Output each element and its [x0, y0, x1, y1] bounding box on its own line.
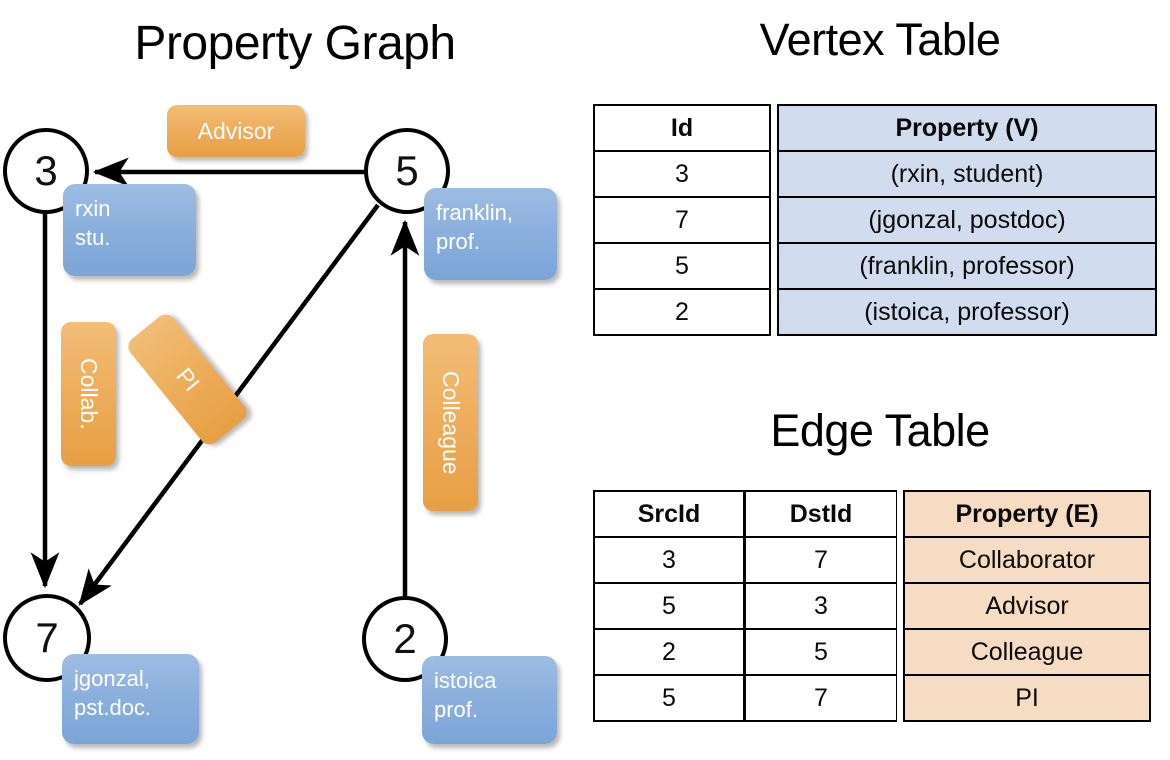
table-row[interactable]: 5 — [593, 674, 745, 722]
node-property-rxin-line2: stu. — [75, 225, 111, 251]
table-row[interactable]: (istoica, professor) — [777, 288, 1157, 336]
table-row[interactable]: 7 — [745, 536, 897, 584]
vertex-cell-id: 2 — [593, 288, 771, 336]
table-row[interactable]: PI — [903, 674, 1151, 722]
node-property-jgonzal-line1: jgonzal, — [74, 666, 150, 691]
vertex-cell-id: 7 — [593, 196, 771, 244]
table-row[interactable]: 5 — [593, 582, 745, 630]
edge-table: SrcId 3 5 2 5 DstId 7 3 — [593, 490, 1151, 722]
edge-label-colleague-text: Colleague — [438, 370, 464, 475]
edge-cell-srcid: 5 — [593, 582, 745, 630]
table-row[interactable]: 5 — [593, 242, 771, 290]
edge-label-collab[interactable]: Collab. — [61, 322, 116, 466]
table-row[interactable]: Collaborator — [903, 536, 1151, 584]
page-title-property-graph: Property Graph — [134, 17, 456, 70]
edge-cell-srcid: 2 — [593, 628, 745, 676]
node-property-box-rxin[interactable]: rxin stu. — [63, 184, 196, 276]
table-row[interactable]: 3 — [745, 582, 897, 630]
vertex-header-id: Id — [593, 104, 771, 152]
node-property-istoica-line2: prof. — [434, 697, 479, 723]
vertex-cell-property: (rxin, student) — [777, 150, 1157, 198]
edge-cell-dstid: 5 — [745, 628, 897, 676]
edge-table-property-column: Property (E) Collaborator Advisor Collea… — [903, 490, 1151, 722]
vertex-cell-property: (franklin, professor) — [777, 242, 1157, 290]
vertex-cell-property: (istoica, professor) — [777, 288, 1157, 336]
table-row[interactable]: 3 — [593, 536, 745, 584]
vertex-cell-id: 5 — [593, 242, 771, 290]
table-row[interactable]: Advisor — [903, 582, 1151, 630]
node-property-rxin-line1: rxin — [75, 196, 111, 221]
table-header-row: SrcId — [593, 490, 745, 538]
vertex-table-property-column: Property (V) (rxin, student) (jgonzal, p… — [777, 104, 1157, 336]
table-header-row: DstId — [745, 490, 897, 538]
property-graph-diagram: 3 5 7 2 rxin stu. franklin, prof. jgonza… — [3, 105, 557, 744]
edge-table-srcid-column: SrcId 3 5 2 5 — [593, 490, 745, 722]
graph-node-5-label: 5 — [395, 147, 419, 194]
edge-cell-dstid: 7 — [745, 674, 897, 722]
edge-label-collab-text: Collab. — [76, 358, 102, 430]
edge-header-property: Property (E) — [903, 490, 1151, 538]
node-property-franklin-line2: prof. — [436, 229, 481, 255]
table-row[interactable]: 3 — [593, 150, 771, 198]
table-row[interactable]: (franklin, professor) — [777, 242, 1157, 290]
table-header-row: Property (V) — [777, 104, 1157, 152]
table-row[interactable]: 5 — [745, 628, 897, 676]
node-property-box-jgonzal[interactable]: jgonzal, pst.doc. — [62, 654, 199, 744]
graph-node-3-label: 3 — [34, 147, 58, 194]
edge-label-colleague[interactable]: Colleague — [423, 334, 478, 511]
edge-header-srcid: SrcId — [593, 490, 745, 538]
graph-node-7-label: 7 — [35, 614, 59, 661]
node-property-franklin-line1: franklin, — [436, 200, 514, 225]
graph-node-2[interactable]: 2 — [362, 596, 448, 682]
edge-cell-dstid: 3 — [745, 582, 897, 630]
node-property-box-franklin[interactable]: franklin, prof. — [424, 188, 557, 280]
page-title-vertex-table: Vertex Table — [759, 14, 1001, 65]
node-property-box-istoica[interactable]: istoica prof. — [422, 656, 557, 744]
vertex-cell-id: 3 — [593, 150, 771, 198]
edge-table-dstid-column: DstId 7 3 5 7 — [745, 490, 897, 722]
vertex-header-property: Property (V) — [777, 104, 1157, 152]
graph-node-5[interactable]: 5 — [364, 128, 450, 214]
edge-cell-property: PI — [903, 674, 1151, 722]
edge-cell-dstid: 7 — [745, 536, 897, 584]
table-row[interactable]: 2 — [593, 288, 771, 336]
vertex-table-id-column: Id 3 7 5 2 — [593, 104, 771, 336]
edge-cell-property: Colleague — [903, 628, 1151, 676]
table-header-row: Id — [593, 104, 771, 152]
table-header-row: Property (E) — [903, 490, 1151, 538]
edge-label-advisor-text: Advisor — [197, 117, 275, 144]
node-property-jgonzal-line2: pst.doc. — [74, 695, 152, 721]
table-row[interactable]: (jgonzal, postdoc) — [777, 196, 1157, 244]
edge-cell-srcid: 3 — [593, 536, 745, 584]
vertex-cell-property: (jgonzal, postdoc) — [777, 196, 1157, 244]
graph-node-2-label: 2 — [393, 615, 417, 662]
table-row[interactable]: 7 — [745, 674, 897, 722]
edge-cell-srcid: 5 — [593, 674, 745, 722]
edge-cell-property: Advisor — [903, 582, 1151, 630]
table-row[interactable]: 2 — [593, 628, 745, 676]
table-row[interactable]: (rxin, student) — [777, 150, 1157, 198]
node-property-istoica-line1: istoica — [434, 668, 497, 693]
edge-label-advisor[interactable]: Advisor — [167, 105, 305, 157]
edge-header-dstid: DstId — [745, 490, 897, 538]
table-row[interactable]: 7 — [593, 196, 771, 244]
table-row[interactable]: Colleague — [903, 628, 1151, 676]
edge-label-pi-text: PI — [170, 362, 205, 396]
page-title-edge-table: Edge Table — [770, 405, 990, 456]
vertex-table: Id 3 7 5 2 Property (V) (rxin, student) — [593, 104, 1157, 336]
edge-cell-property: Collaborator — [903, 536, 1151, 584]
